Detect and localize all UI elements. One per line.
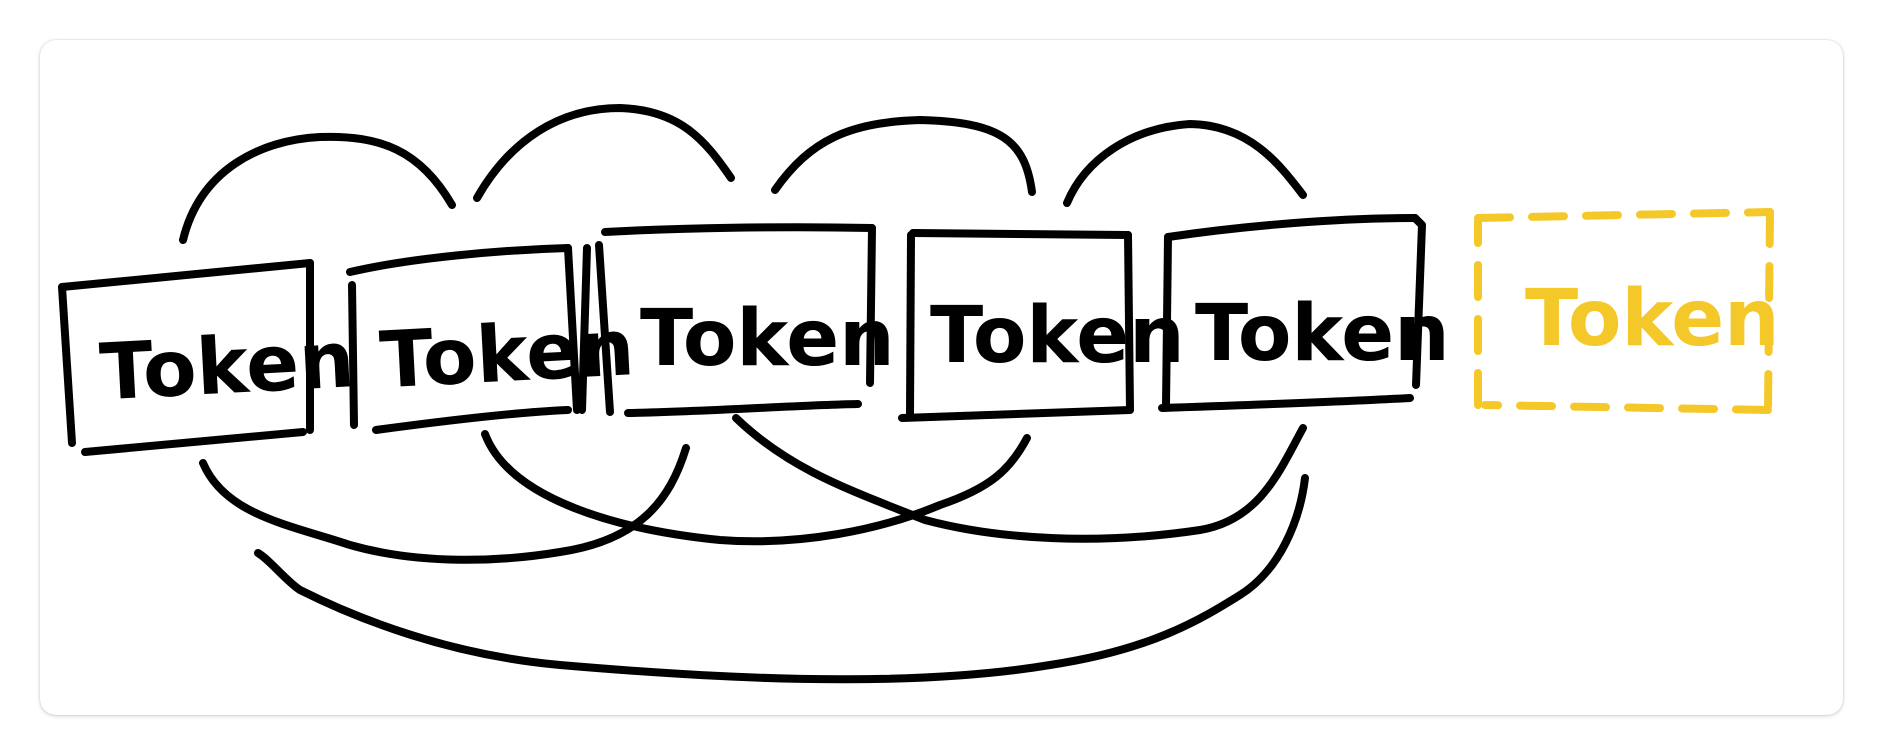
token-label-4: Token [930,291,1185,381]
token-label-5: Token [1195,289,1450,379]
token-label-2: Token [378,303,637,406]
lower-arc-3-5 [732,414,1307,543]
token-box-5 [1158,214,1426,412]
upper-arc-1-2 [179,132,456,244]
lower-arc-1-3 [199,444,690,564]
next-token-label: Token [1525,274,1780,364]
token-attention-diagram: Token Token Token Token Token Token [58,104,1780,684]
lower-arc-1-5 [254,474,1309,684]
next-token-box [1474,208,1774,414]
token-box-4 [898,229,1134,422]
diagram-card: Token Token Token Token Token Token [40,40,1843,715]
upper-arc-3-4 [771,116,1036,196]
upper-arc-2-3 [473,104,735,202]
token-label-1: Token [98,315,357,418]
token-box-1 [58,259,314,456]
token-box-3 [595,223,876,417]
token-label-3: Token [640,294,895,384]
lower-arc-2-4 [481,430,1031,546]
upper-arc-4-5 [1063,120,1307,207]
token-box-2 [346,244,591,434]
